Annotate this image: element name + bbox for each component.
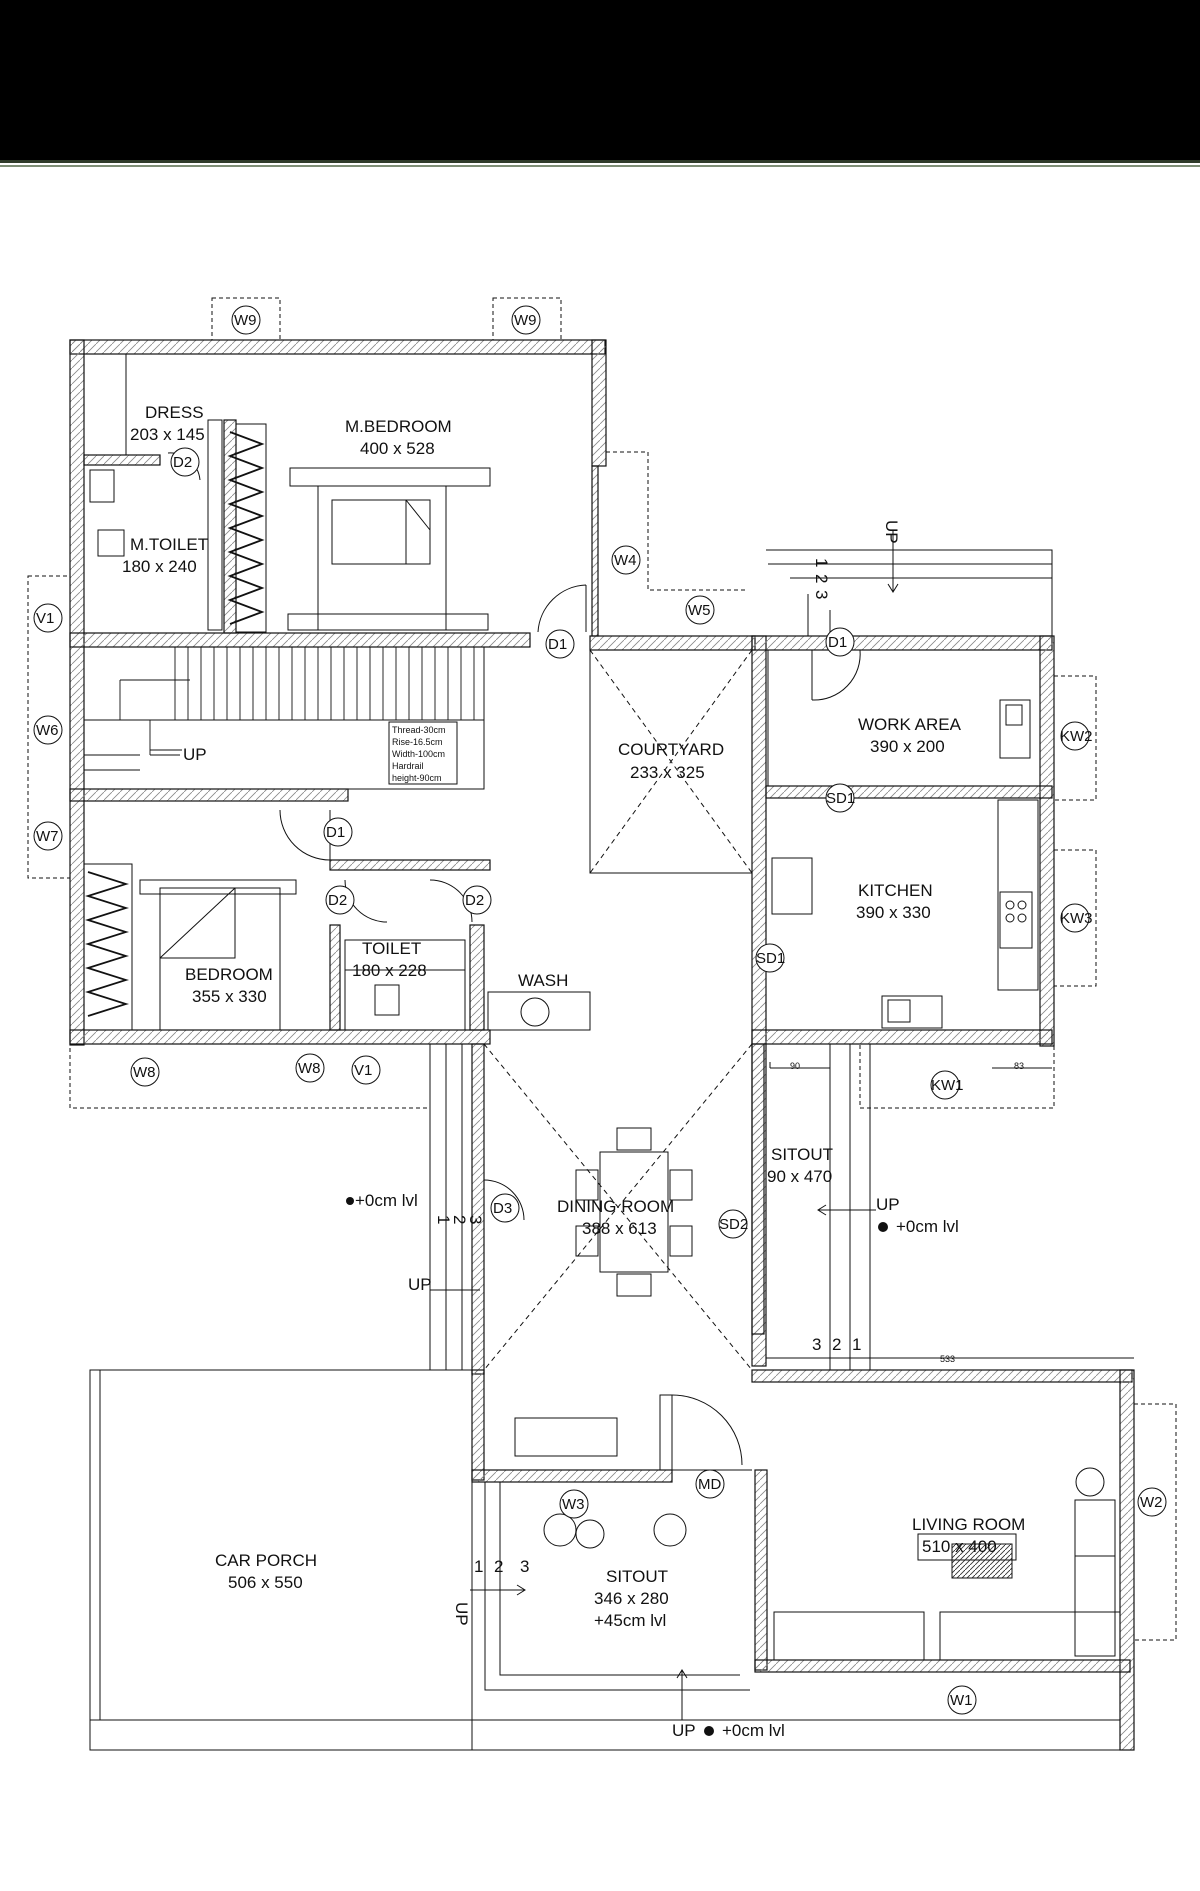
living-size: 510 x 400	[922, 1537, 997, 1556]
svg-text:UP: UP	[408, 1275, 432, 1294]
svg-text:3: 3	[520, 1557, 529, 1576]
svg-text:UP: UP	[183, 745, 207, 764]
door-swings	[167, 452, 861, 1466]
svg-text:D2: D2	[328, 892, 347, 909]
svg-text:D2: D2	[465, 892, 484, 909]
outlines	[27, 297, 1177, 1751]
svg-text:83: 83	[1014, 1061, 1024, 1071]
svg-text:W1: W1	[950, 1692, 973, 1709]
header-rule	[0, 160, 1200, 163]
svg-text:W3: W3	[562, 1496, 585, 1513]
mtoilet-name: M.TOILET	[130, 535, 208, 554]
living-name: LIVING ROOM	[912, 1515, 1025, 1534]
wardrobe-zigzag	[85, 431, 265, 1017]
header-bar	[0, 0, 1200, 160]
svg-text:W7: W7	[36, 828, 59, 845]
svg-text:+0cm lvl: +0cm lvl	[355, 1191, 418, 1210]
svg-text:1: 1	[474, 1557, 483, 1576]
mbedroom-size: 400 x 528	[360, 439, 435, 458]
kitchen-name: KITCHEN	[858, 881, 933, 900]
svg-text:D2: D2	[173, 454, 192, 471]
arrows	[150, 530, 1130, 1720]
svg-text:2: 2	[832, 1335, 841, 1354]
sitout-side-name: SITOUT	[771, 1145, 833, 1164]
svg-text:Hardrail: Hardrail	[392, 761, 424, 771]
dress-size: 203 x 145	[130, 425, 205, 444]
tags	[33, 305, 1167, 1715]
svg-text:D1: D1	[828, 634, 847, 651]
dress-name: DRESS	[145, 403, 204, 422]
svg-text:UP: UP	[452, 1602, 471, 1626]
svg-text:UP: UP	[882, 520, 901, 544]
svg-text:SD1: SD1	[826, 790, 855, 807]
svg-text:height-90cm: height-90cm	[392, 773, 442, 783]
dining-size: 388 x 613	[582, 1219, 657, 1238]
toilet-name: TOILET	[362, 939, 421, 958]
svg-text:2: 2	[812, 574, 831, 583]
svg-text:3: 3	[812, 590, 831, 599]
svg-text:W6: W6	[36, 722, 59, 739]
workarea-size: 390 x 200	[870, 737, 945, 756]
svg-text:UP: UP	[876, 1195, 900, 1214]
svg-text:533: 533	[940, 1354, 955, 1364]
svg-text:+0cm lvl: +0cm lvl	[722, 1721, 785, 1740]
sitout-front-size: 346 x 280	[594, 1589, 669, 1608]
svg-text:MD: MD	[698, 1476, 721, 1493]
svg-text:Thread-30cm: Thread-30cm	[392, 725, 446, 735]
mtoilet-size: 180 x 240	[122, 557, 197, 576]
svg-text:2: 2	[494, 1557, 503, 1576]
svg-text:V1: V1	[36, 610, 54, 627]
svg-text:KW2: KW2	[1060, 728, 1093, 745]
wash-name: WASH	[518, 971, 568, 990]
sitout-side-size: 90 x 470	[767, 1167, 832, 1186]
bedroom-name: BEDROOM	[185, 965, 273, 984]
sitout-front-name: SITOUT	[606, 1567, 668, 1586]
toilet-size: 180 x 228	[352, 961, 427, 980]
svg-text:1: 1	[812, 558, 831, 567]
svg-text:Rise-16.5cm: Rise-16.5cm	[392, 737, 443, 747]
tag-labels: W9 W9 W4 W5 V1 W6 W7 D2 D1 D1 D1 D2 D2 W…	[36, 312, 1163, 1709]
svg-text:W2: W2	[1140, 1494, 1163, 1511]
svg-text:D1: D1	[548, 636, 567, 653]
svg-text:1: 1	[852, 1335, 861, 1354]
carporch-name: CAR PORCH	[215, 1551, 317, 1570]
svg-text:W4: W4	[614, 552, 637, 569]
svg-text:W8: W8	[133, 1064, 156, 1081]
mbedroom-name: M.BEDROOM	[345, 417, 452, 436]
svg-text:3: 3	[812, 1335, 821, 1354]
svg-text:SD1: SD1	[756, 950, 785, 967]
svg-text:D3: D3	[493, 1200, 512, 1217]
svg-text:V1: V1	[354, 1062, 372, 1079]
svg-text:KW3: KW3	[1060, 910, 1093, 927]
annotations: +0cm lvl +0cm lvl +0cm lvl UP UP UP UP U…	[183, 520, 1024, 1740]
svg-text:W5: W5	[688, 602, 711, 619]
svg-text:1: 1	[434, 1215, 453, 1224]
svg-text:W9: W9	[514, 312, 537, 329]
dining-name: DINING ROOM	[557, 1197, 674, 1216]
svg-text:2: 2	[450, 1215, 469, 1224]
svg-text:D1: D1	[326, 824, 345, 841]
svg-text:+0cm lvl: +0cm lvl	[896, 1217, 959, 1236]
courtyard-size: 233 x 325	[630, 763, 705, 782]
kitchen-size: 390 x 330	[856, 903, 931, 922]
stair-note: Thread-30cm Rise-16.5cm Width-100cm Hard…	[392, 725, 446, 783]
svg-text:KW1: KW1	[931, 1077, 964, 1094]
carporch-size: 506 x 550	[228, 1573, 303, 1592]
courtyard-name: COURTYARD	[618, 740, 724, 759]
svg-text:UP: UP	[672, 1721, 696, 1740]
header-rule-thin	[0, 165, 1200, 167]
svg-text:SD2: SD2	[719, 1216, 748, 1233]
svg-text:W8: W8	[298, 1060, 321, 1077]
sitout-front-level: +45cm lvl	[594, 1611, 666, 1630]
workarea-name: WORK AREA	[858, 715, 962, 734]
svg-text:90: 90	[790, 1061, 800, 1071]
svg-text:3: 3	[466, 1215, 485, 1224]
svg-text:Width-100cm: Width-100cm	[392, 749, 445, 759]
svg-text:W9: W9	[234, 312, 257, 329]
room-labels: DRESS 203 x 145 M.BEDROOM 400 x 528 M.TO…	[122, 403, 1025, 1630]
bedroom-size: 355 x 330	[192, 987, 267, 1006]
